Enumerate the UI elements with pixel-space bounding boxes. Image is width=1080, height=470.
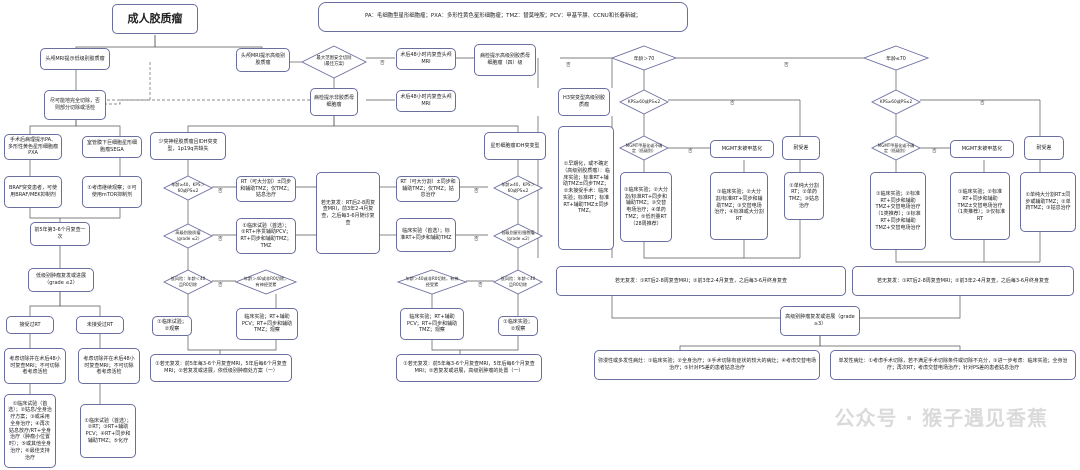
node-low-risk-b: 低风险：年龄＜40且R0切除 <box>500 276 536 287</box>
node-no-prior-rt-options: ①临床试验（首选）；②RT；③RT+辅助PCV；④RT+同步和辅助TMZ；⑤化疗 <box>80 404 136 458</box>
decision-mgmt-c <box>618 135 670 161</box>
node-rt-b1: RT（可大分割）±同步和辅助TMZ；仅TMZ；姑息治疗 <box>396 176 460 202</box>
node-postop-48h-b: 术后48小时内复查头颅MRI <box>396 90 456 112</box>
node-poor-c: 耐受差 <box>782 136 820 160</box>
node-mgmt-c: MGMT甲基化或不确定（低级别） <box>625 142 663 153</box>
decision-high-risk-b <box>492 223 544 249</box>
decision-age-le70-text: 年龄≤70 <box>886 55 906 62</box>
node-high-risk-a: 高级别胶质瘤（grade ≤2） <box>173 230 203 241</box>
node-h3: H3突变型高级别胶质瘤 <box>558 88 610 116</box>
node-rt-a2: ①临床试验（首选）；②RT+序贯辅助PCV；RT+同步和辅助TMZ；TMZ <box>236 218 296 254</box>
decision-kps-b <box>492 175 544 201</box>
node-pa-pxa: 手术后病理提示PA、多形性黄色星形细胞瘤PXA <box>4 134 62 160</box>
node-prior-rt-mri: 考虑切除并在术后48小时复查MRI；不可切除者考虑活检 <box>4 348 66 384</box>
node-opt-d2: ①临床实验；②标准RT+同步和辅助TMZ±交替电场治疗（1类推荐）；③仅标准RT <box>950 172 1010 240</box>
node-oligodendroglioma: 少突神经胶质瘤且IDH突变型，1p19q共缺失 <box>150 132 226 160</box>
node-opt-d1: ①临床实验；②标准RT+同步和辅助TMZ+交替电场治疗（1类推荐）；③标准RT+… <box>870 172 926 250</box>
no-label: 否 <box>478 282 483 288</box>
node-path-low: 病检提示非胶质母细胞瘤 <box>310 88 358 116</box>
page-title: 成人胶质瘤 <box>112 4 198 34</box>
node-sega: 室管膜下巨细胞星形细胞瘤SEGA <box>82 136 142 158</box>
node-rt-b5: 临床实验；RT+辅助PCV；RT+同步和辅助TMZ；观察 <box>400 308 464 340</box>
node-no-prior-rt: 未接受过RT <box>76 316 124 334</box>
node-mid-review: 若无复发：RT后2-8周复查MRI，前3年2-4月复查，之后每3-6月随诊复查 <box>316 172 380 254</box>
node-review-d: 若无复发：①RT后2-8周复查MRI；②前3年2-4月复查，之后每3-6月终身复… <box>852 266 1074 296</box>
node-diffuse: 弥漫性或多发性病灶：①临床实验；②全身治疗；③手术切除有症状的较大的病灶；④考虑… <box>594 350 820 380</box>
node-astrocytoma: 星形细胞瘤IDH突变型 <box>484 132 546 160</box>
node-rt-a3: 年龄＞40或非R0切除，有神经受累 <box>243 276 289 287</box>
node-single: 单发性病灶：①考虑手术切除，若不满足手术切除条件或切除不充分，③进一步考虑：临床… <box>830 350 1076 380</box>
node-low-risk-a: 低风险：年龄＜40且R0切除 <box>170 276 206 287</box>
no-label: 否 <box>218 236 223 242</box>
decision-kps-c <box>618 89 670 115</box>
decision-low-risk-a <box>162 269 214 295</box>
decision-low-risk-b <box>492 269 544 295</box>
node-mgmt-unmeth-d: MGMT未被甲基化 <box>950 140 1014 158</box>
node-path-high: 病检提示高级别胶质母细胞瘤（四）级 <box>474 44 536 76</box>
node-progression-low: 低级别肿瘤复发或进展（grade ≤2） <box>28 268 94 292</box>
node-progression-high: 高级别肿瘤复发或进展（grade ≥3） <box>780 306 860 336</box>
no-label: 否 <box>218 188 223 194</box>
node-followup-3-6: 前5年第3-6个月复查一次 <box>30 222 90 246</box>
node-mgmt-unmeth-c: MGMT未被甲基化 <box>710 140 774 158</box>
node-mtor: ①考虑继续观察；②可使用mTOR抑制剂 <box>82 176 142 208</box>
node-mri-low-grade: 头颅MRI提示低级别胶质瘤 <box>40 48 110 70</box>
no-label: 否 <box>566 62 571 68</box>
decision-kps-d <box>870 89 922 115</box>
node-rt-a1: RT（可大分割）±同步和辅助TMZ；仅TMZ；姑息治疗 <box>236 176 296 202</box>
node-kps-c: KPS≥60或PS≤2 <box>627 99 661 105</box>
node-review-mid: ①若无复发：前5年每3-6个月复查MRI，5年后每6个月复查MRI；②若复发或进… <box>396 354 542 382</box>
decision-max-resect <box>300 45 368 79</box>
decision-rt-b3 <box>396 269 468 295</box>
node-review-left: ①若无复发：前5年每3-6个月复查MRI，5年后每6个月复查MRI；②若复发或进… <box>150 354 292 382</box>
decision-age-gt70: 年龄＞70 <box>610 45 678 71</box>
watermark: 公众号 · 猴子遇见香蕉 <box>834 406 1048 430</box>
node-rt-b4: ①临床实验；②观察 <box>498 316 538 336</box>
node-opt-c1: ①临床实验；②大分割/标准RT+同步和辅助TMZ；③交替电场治疗；④单药TMZ；… <box>620 172 672 242</box>
no-label: 否 <box>730 100 735 106</box>
node-h3-options: ①早期化，或不确定（高级别胶质瘤）：临床实验；标准RT+辅助TMZ±同步TMZ；… <box>558 126 614 250</box>
node-opt-d3: ①单纯大分割RT±同步或辅助TMZ；②单药TMZ；③姑息治疗 <box>1020 172 1076 232</box>
node-rt-b2: 临床实验（首选）；标准RT+同步和辅助TMZ <box>396 218 456 252</box>
decision-age-gt70-text: 年龄＞70 <box>634 55 655 62</box>
connector-lines <box>29 35 1041 404</box>
node-full-resection: 尽可能地完全切除，否则部分切除或活检 <box>44 90 106 120</box>
node-prior-rt-options: ①临床试验（首选）；②姑息/全身治疗方案；③或采用全身治疗；④再次姑息放疗/RT… <box>4 394 56 468</box>
abbreviation-legend: PA：毛细胞型星形细胞瘤；PXA：多形性黄色星形细胞瘤；TMZ：替莫唑胺；PCV… <box>318 2 688 32</box>
no-label: 否 <box>784 62 789 68</box>
no-label: 否 <box>380 60 385 66</box>
node-review-c: 若无复发：①RT后2-8周复查MRI；②前3年2-4月复查，之后每3-6月终身复… <box>556 266 846 296</box>
node-opt-c3: ①单纯大分割RT；②单药TMZ；③姑息治疗 <box>784 172 824 220</box>
node-kps-a: 年龄≥40，KPS＞60或PS≤2 <box>171 182 205 193</box>
no-label: 否 <box>474 236 479 242</box>
no-label: 否 <box>474 188 479 194</box>
node-poor-d: 耐受差 <box>1024 136 1064 160</box>
no-label: 否 <box>688 148 693 154</box>
node-no-prior-rt-mri: 考虑切除并在术后48小时复查MRI；不可切除者考虑活检 <box>78 348 140 384</box>
no-label: 否 <box>932 148 937 154</box>
node-mgmt-d: MGMT甲基化或不确定（低级别） <box>877 142 915 153</box>
node-prior-rt: 接受过RT <box>6 316 54 334</box>
no-label: 否 <box>218 282 223 288</box>
no-labels: 否 否 否 否 否 否 否 否 否 否 否 否 否 <box>218 60 985 288</box>
node-braf: BRAF突变患者，可使用BRAF/MEK抑制剂 <box>4 176 62 208</box>
decision-mgmt-d <box>870 135 922 161</box>
node-high-risk-b: 低级别星形细胞瘤（grade ≤2） <box>501 230 535 241</box>
node-mri-high-grade: 头颅MRI提示高级别胶质瘤 <box>236 48 290 72</box>
node-opt-c2: ①临床实验；②大分割/标准RT+同步和辅助TMZ；③交替电场治疗；④标准或大分割… <box>710 172 768 240</box>
node-max-resection: 最大范围安全切除（最佳方案） <box>316 56 352 67</box>
node-rt-a4: ①临床试验；②观察 <box>152 316 192 336</box>
decision-high-risk-a <box>162 223 214 249</box>
node-postop-48h-a: 术后48小时内复查头颅MRI <box>396 48 456 70</box>
decision-age-le70: 年龄≤70 <box>862 45 930 71</box>
no-label: 否 <box>980 100 985 106</box>
decision-rt-a3 <box>234 269 298 295</box>
node-rt-a5: 临床实验；RT+辅助PCV；RT+同步和辅助TMZ；观察 <box>236 308 298 340</box>
node-kps-d: KPS≥60或PS≤2 <box>879 99 913 105</box>
node-rt-b3: 年龄＞40或非R0切除，有神经受累 <box>405 276 459 287</box>
decision-kps-a <box>162 175 214 201</box>
node-kps-b: 年龄≥40，KPS＞60或PS≤2 <box>501 182 535 193</box>
